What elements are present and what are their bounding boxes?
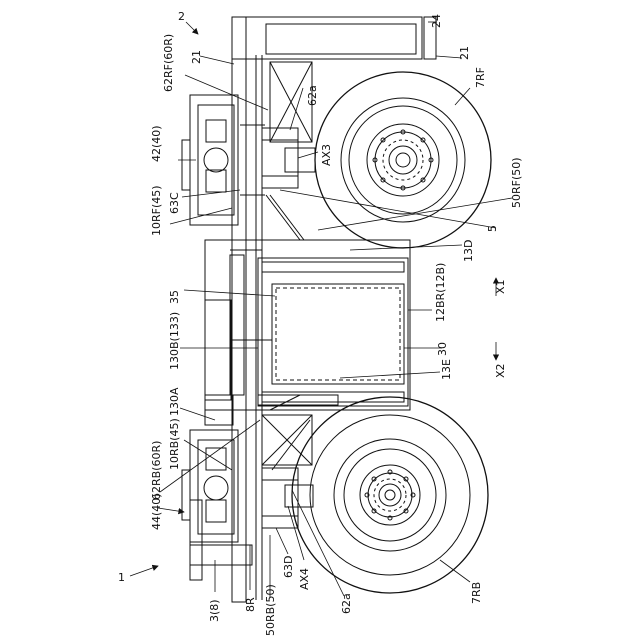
label-10RB: 10RB(45)	[168, 418, 181, 470]
label-130A: 130A	[168, 387, 181, 416]
label-50RF: 50RF(50)	[510, 157, 523, 208]
label-63D: 63D	[282, 556, 295, 578]
label-62a-top: 62a	[306, 85, 319, 106]
label-62RF: 62RF(60R)	[162, 34, 175, 92]
label-21-left: 21	[190, 50, 203, 64]
label-3-8: 3(8)	[208, 599, 221, 622]
label-13E: 13E	[440, 359, 453, 380]
front-drive-unit	[182, 62, 315, 240]
front-tire	[315, 72, 491, 248]
label-130B: 130B(133)	[168, 312, 181, 370]
label-AX3: AX3	[320, 144, 333, 166]
label-44: 44(40)	[150, 493, 163, 530]
label-24: 24	[430, 14, 443, 28]
center-body	[205, 250, 408, 425]
label-X1: X1	[494, 279, 507, 294]
label-8R: 8R	[244, 597, 257, 612]
labels: 2 24 21 21 62RF(60R) 62a 7RF 42(40) AX3 …	[118, 10, 523, 636]
label-1: 1	[118, 571, 125, 584]
label-30: 30	[436, 342, 449, 356]
label-62a-bottom: 62a	[340, 593, 353, 614]
leader-lines	[130, 22, 512, 598]
label-X2: X2	[494, 363, 507, 378]
label-42: 42(40)	[150, 125, 163, 162]
label-13D: 13D	[462, 240, 475, 262]
label-5: 5	[486, 225, 499, 232]
label-62RB: 62RB(60R)	[150, 441, 163, 500]
label-2: 2	[178, 10, 185, 23]
label-35: 35	[168, 290, 181, 304]
label-50RB: 50RB(50)	[264, 584, 277, 636]
label-21-right: 21	[458, 46, 471, 60]
label-12BR: 12BR(12B)	[434, 263, 447, 322]
label-7RF: 7RF	[474, 67, 487, 88]
label-10RF: 10RF(45)	[150, 185, 163, 236]
label-63C: 63C	[168, 192, 181, 214]
label-7RB: 7RB	[470, 582, 483, 604]
rear-tire	[292, 397, 488, 593]
label-AX4: AX4	[298, 568, 311, 590]
